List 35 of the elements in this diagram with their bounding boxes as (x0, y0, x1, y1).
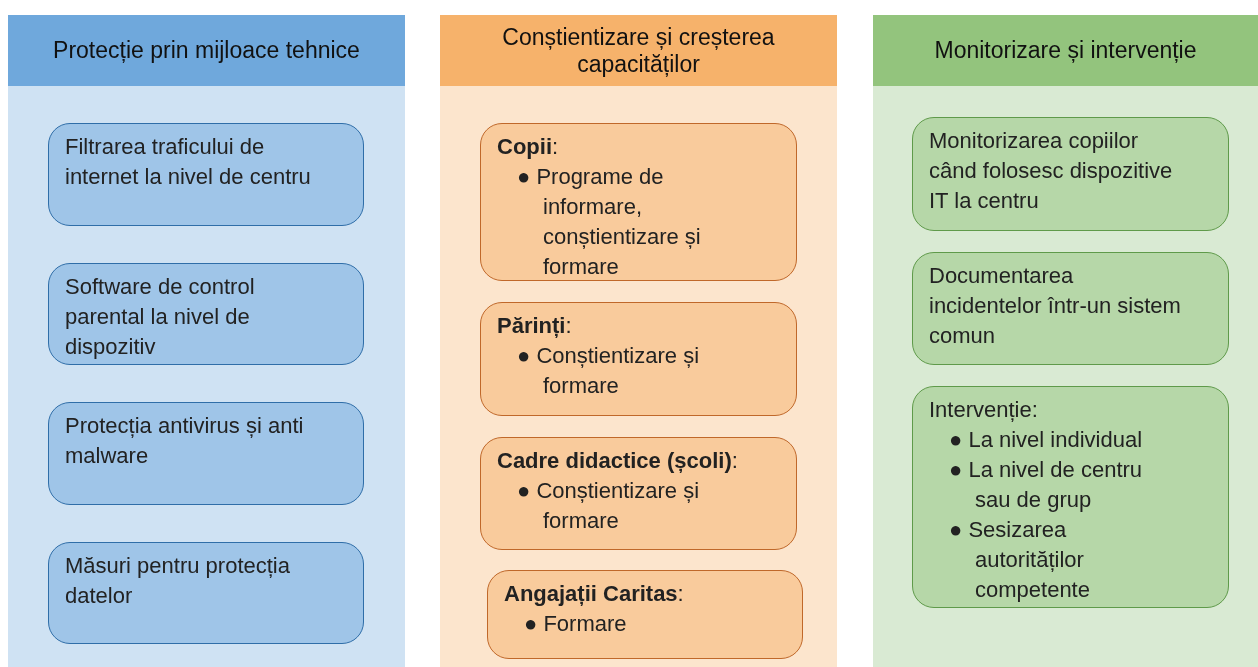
column-panel (440, 15, 837, 667)
bullet-item: ● Programe de informare, conștientizare și formare (516, 163, 702, 281)
rounded-box (48, 123, 364, 226)
box-heading: Cadre didactice (școli): (497, 447, 739, 475)
box-heading: Angajații Caritas: (504, 580, 685, 608)
rounded-box (912, 386, 1229, 608)
bullet-item: ● Conștientizare și formare (516, 477, 701, 535)
column-panel (873, 15, 1258, 667)
box-heading: Intervenție: (929, 396, 1039, 424)
rounded-box (480, 123, 797, 281)
column-heading: Protecție prin mijloace tehnice (8, 15, 405, 86)
box-text: Documentarea incidentelor într-un sistem comun (929, 262, 1182, 350)
rounded-box (912, 117, 1229, 231)
rounded-box (48, 542, 364, 644)
box-text: Măsuri pentru protecția datelor (65, 552, 291, 610)
rounded-box (48, 263, 364, 365)
column-heading: Conștientizare și creșterea capacităților (440, 15, 837, 86)
box-text: Filtrarea traficului de internet la nivel de centru (65, 133, 312, 191)
box-heading: Părinți: (497, 312, 573, 340)
rounded-box (912, 252, 1229, 365)
box-text: Software de control parental la nivel de dispozitiv (65, 273, 256, 361)
column-heading: Monitorizare și intervenție (873, 15, 1258, 86)
column-panel (8, 15, 405, 667)
rounded-box (487, 570, 803, 659)
bullet-item: ● La nivel individual (948, 426, 1144, 454)
rounded-box (48, 402, 364, 505)
box-text: Protecția antivirus și anti malware (65, 412, 305, 470)
bullet-item: ● La nivel de centru sau de grup (948, 456, 1144, 514)
rounded-box (480, 302, 797, 416)
bullet-item: ● Sesizarea autorităților competente (948, 516, 1091, 604)
box-heading: Copii: (497, 133, 560, 161)
bullet-item: ● Conștientizare și formare (516, 342, 701, 400)
rounded-box (480, 437, 797, 550)
bullet-item: ● Formare (523, 610, 628, 638)
box-text: Monitorizarea copiilor când folosesc dispozitive IT la centru (929, 127, 1174, 215)
